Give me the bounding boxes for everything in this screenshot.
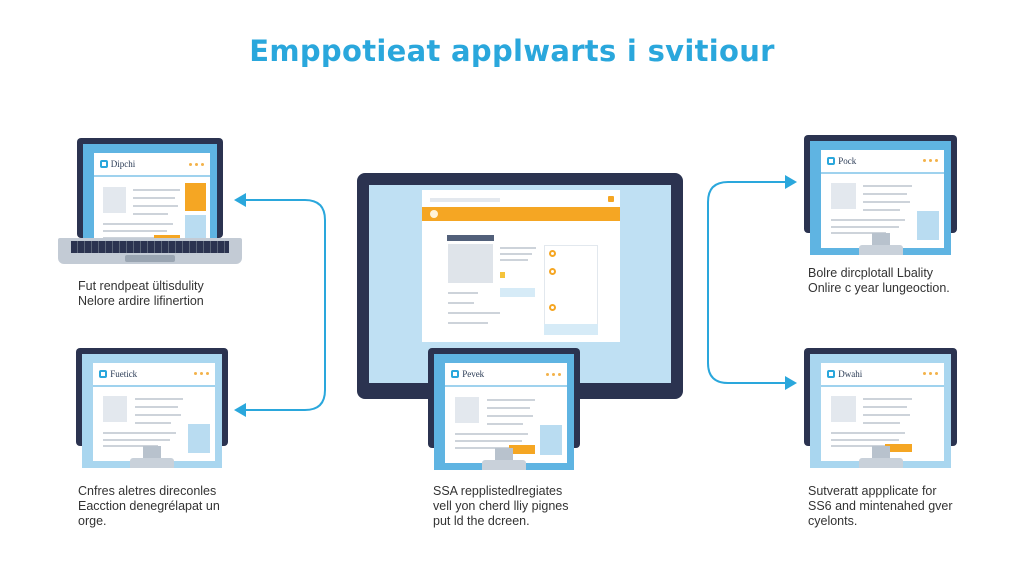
monitor-bottom-left: Fuetick	[76, 348, 228, 476]
logo-icon	[827, 156, 836, 165]
avatar	[831, 396, 856, 422]
caption-line: cyelonts.	[808, 514, 858, 528]
site-logo-text: Dipchi	[110, 159, 136, 170]
avatar	[103, 187, 127, 214]
caption-line: Cnfres aletres direconles	[78, 484, 217, 498]
avatar	[454, 397, 480, 424]
monitor-bottom-right: Dwahi	[804, 348, 957, 476]
caption-line: Nelore ardire lifinertion	[78, 294, 204, 308]
monitor-bottom-center: Pevek	[428, 348, 580, 478]
caption-line: put ld the dcreen.	[433, 514, 530, 528]
logo-icon	[451, 370, 460, 379]
window-dots-icon	[194, 372, 209, 376]
caption-line: Onlire c year lungeoction.	[808, 281, 950, 295]
logo-icon	[99, 160, 108, 169]
site-logo-text: Dwahi	[838, 368, 863, 379]
caption-line: Sutveratt appplicate for	[808, 484, 937, 498]
arrow-left-bottom-icon	[234, 403, 246, 417]
action-button	[508, 445, 536, 455]
right-connector-line	[707, 181, 790, 384]
window-dots-icon	[546, 372, 561, 376]
site-logo-text: Fuetick	[110, 368, 138, 379]
window-dots-icon	[922, 159, 938, 163]
laptop-top-left: Dipchi	[58, 138, 242, 268]
webpage-mockup: Fuetick	[93, 363, 215, 462]
caption-line: orge.	[78, 514, 107, 528]
webpage-mockup: Pevek	[445, 363, 567, 464]
window-dots-icon	[189, 162, 205, 166]
orange-navbar	[422, 207, 620, 221]
webpage-mockup: Pock	[821, 150, 944, 249]
arrow-left-top-icon	[234, 193, 246, 207]
webpage-mockup: Dwahi	[821, 363, 944, 462]
logo-icon	[99, 369, 108, 378]
caption-line: Fut rendpeat ültisdulity	[78, 279, 204, 293]
central-webpage	[422, 190, 620, 342]
action-button	[885, 443, 913, 453]
arrow-right-bottom-icon	[785, 376, 797, 390]
monitor-top-right: Pock	[804, 135, 957, 263]
caption-line: Eacction denegrélapat un	[78, 499, 220, 513]
site-logo-text: Pock	[838, 155, 857, 166]
caption-line: SS6 and mintenahed gver	[808, 499, 953, 513]
left-connector-line	[244, 199, 326, 411]
avatar	[831, 183, 856, 209]
window-dots-icon	[922, 372, 938, 376]
site-logo-text: Pevek	[462, 369, 485, 380]
page-title: Emppotieat applwarts i svitiour	[249, 34, 775, 68]
caption-line: SSA repplistedlregiates	[433, 484, 563, 498]
avatar	[102, 396, 128, 422]
webpage-mockup: Dipchi	[93, 153, 211, 254]
profile-avatar	[448, 244, 493, 283]
arrow-right-top-icon	[785, 175, 797, 189]
logo-icon	[827, 369, 836, 378]
caption-line: Bolre dircplotall Lbality	[808, 266, 934, 280]
caption-line: vell yon cherd lliy pignes	[433, 499, 569, 513]
